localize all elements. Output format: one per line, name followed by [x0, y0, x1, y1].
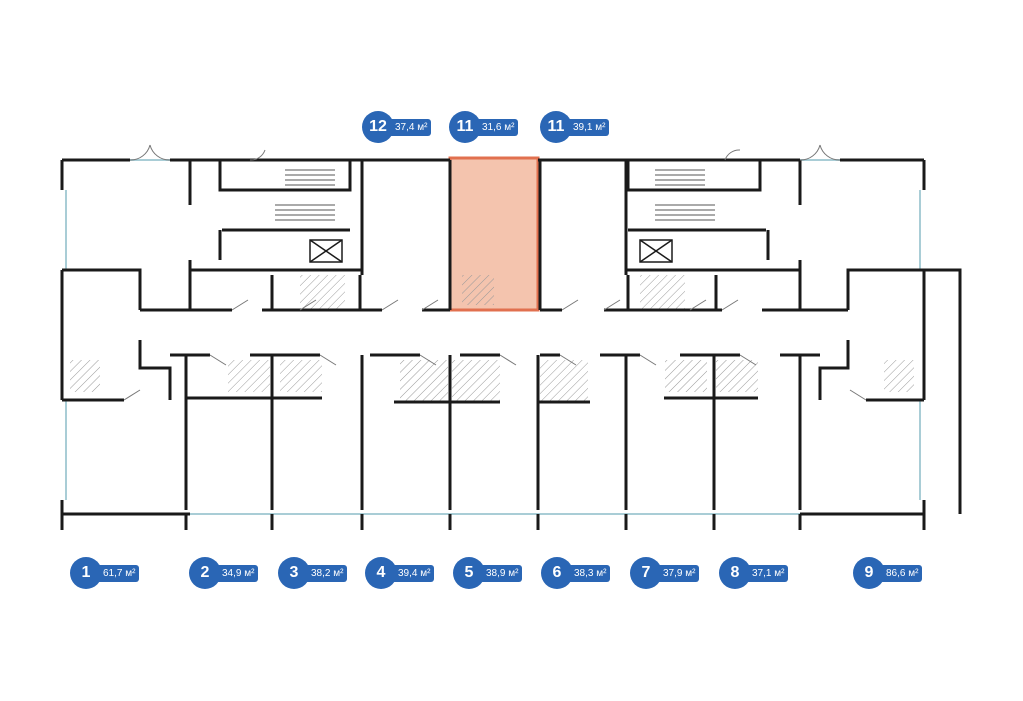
hatched-areas [70, 275, 914, 402]
unit-badge-2[interactable]: 2 34,9 м² [189, 557, 259, 589]
unit-badge-4[interactable]: 4 39,4 м² [365, 557, 435, 589]
unit-number: 5 [453, 557, 485, 589]
unit-area: 31,6 м² [475, 118, 519, 136]
unit-badge-7[interactable]: 7 37,9 м² [630, 557, 700, 589]
unit-area: 39,4 м² [391, 564, 435, 582]
unit-number: 3 [278, 557, 310, 589]
unit-number: 9 [853, 557, 885, 589]
unit-area: 38,3 м² [567, 564, 611, 582]
unit-number: 1 [70, 557, 102, 589]
unit-badge-12[interactable]: 12 37,4 м² [362, 111, 432, 143]
unit-area: 34,9 м² [215, 564, 259, 582]
unit-number: 11 [540, 111, 572, 143]
unit-badge-6[interactable]: 6 38,3 м² [541, 557, 611, 589]
unit-area: 86,6 м² [879, 564, 923, 582]
unit-area: 38,9 м² [479, 564, 523, 582]
unit-number: 7 [630, 557, 662, 589]
unit-number: 2 [189, 557, 221, 589]
unit-badge-3[interactable]: 3 38,2 м² [278, 557, 348, 589]
walls [60, 158, 962, 530]
unit-badge-11[interactable]: 11 39,1 м² [540, 111, 610, 143]
unit-badge-5[interactable]: 5 38,9 м² [453, 557, 523, 589]
unit-number: 6 [541, 557, 573, 589]
unit-number: 8 [719, 557, 751, 589]
unit-badge-11-selected[interactable]: 11 31,6 м² [449, 111, 519, 143]
unit-area: 61,7 м² [96, 564, 140, 582]
elevators [309, 239, 673, 263]
unit-badge-8[interactable]: 8 37,1 м² [719, 557, 789, 589]
unit-number: 4 [365, 557, 397, 589]
unit-number: 12 [362, 111, 394, 143]
unit-area: 37,4 м² [388, 118, 432, 136]
unit-number: 11 [449, 111, 481, 143]
doors [123, 144, 867, 401]
unit-area: 39,1 м² [566, 118, 610, 136]
unit-badge-1[interactable]: 1 61,7 м² [70, 557, 140, 589]
unit-area: 38,2 м² [304, 564, 348, 582]
stairs [275, 169, 715, 221]
unit-area: 37,9 м² [656, 564, 700, 582]
unit-area: 37,1 м² [745, 564, 789, 582]
unit-badge-9[interactable]: 9 86,6 м² [853, 557, 923, 589]
